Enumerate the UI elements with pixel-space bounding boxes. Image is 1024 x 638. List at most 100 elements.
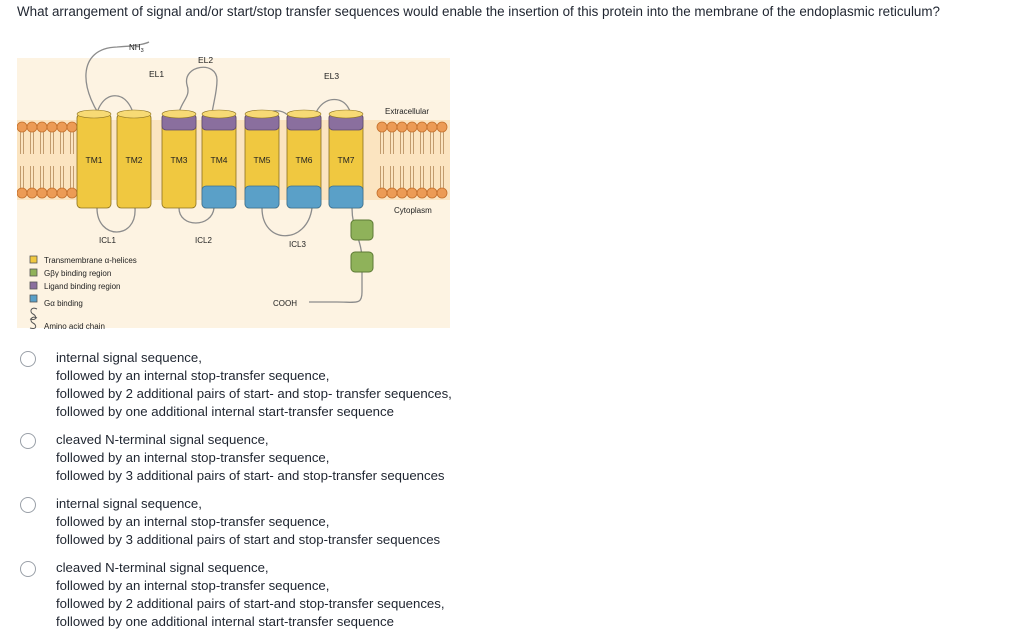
question-text: What arrangement of signal and/or start/… xyxy=(17,4,940,19)
lipid-bilayer xyxy=(17,121,448,199)
cooh-label: COOH xyxy=(273,299,297,308)
lipid-head xyxy=(56,187,68,199)
icl2-label: ICL2 xyxy=(195,236,212,245)
lipid-head xyxy=(17,187,28,199)
n-terminus-chain xyxy=(85,41,150,129)
icl2-loop xyxy=(178,207,215,224)
option-4-radio[interactable] xyxy=(20,561,36,577)
lipid-head xyxy=(46,121,58,133)
galpha-cap xyxy=(201,185,237,209)
helix-5: TM5 xyxy=(244,109,280,209)
helix-top-ellipse xyxy=(76,109,112,119)
lipid-head xyxy=(406,121,418,133)
icl3-loop xyxy=(261,207,313,237)
helix-label: TM2 xyxy=(126,155,143,165)
lipid-head xyxy=(426,187,438,199)
helix-label: TM4 xyxy=(211,155,228,165)
legend-galpha-swatch xyxy=(29,294,38,303)
option-4-line-4: followed by one additional internal star… xyxy=(56,614,394,629)
legend-gby-swatch xyxy=(29,268,38,277)
legend-helices-label: Transmembrane α-helices xyxy=(44,256,137,265)
legend-ligand-swatch xyxy=(29,281,38,290)
option-2-text: cleaved N-terminal signal sequence, foll… xyxy=(56,431,445,485)
lipid-head xyxy=(26,121,38,133)
helix-1: TM1 xyxy=(76,109,112,209)
lipid-head xyxy=(396,121,408,133)
lipid-head xyxy=(436,121,448,133)
option-1-radio[interactable] xyxy=(20,351,36,367)
el2-loop xyxy=(176,66,218,129)
option-3-line-3: followed by 3 additional pairs of start … xyxy=(56,532,441,547)
helix-label: TM6 xyxy=(296,155,313,165)
option-2-radio[interactable] xyxy=(20,433,36,449)
lipid-head xyxy=(56,121,68,133)
helix-6: TM6 xyxy=(286,109,322,209)
legend-gby-label: Gβγ binding region xyxy=(44,269,111,278)
lipid-head xyxy=(46,187,58,199)
lipid-head xyxy=(376,187,388,199)
lipid-head xyxy=(396,187,408,199)
transmembrane-helices: TM1 TM2 TM3 TM4 TM5 TM6 TM7 xyxy=(76,109,364,209)
lipid-head xyxy=(376,121,388,133)
el1-label: EL1 xyxy=(149,69,164,79)
helix-label: TM5 xyxy=(254,155,271,165)
lipid-head xyxy=(386,187,398,199)
lipid-head xyxy=(416,187,428,199)
legend-galpha-label: Gα binding xyxy=(44,299,83,308)
lipid-head xyxy=(406,187,418,199)
helix-label: TM3 xyxy=(171,155,188,165)
lipid-head xyxy=(66,121,78,133)
lipid-head xyxy=(36,187,48,199)
legend-helix-swatch xyxy=(29,255,38,264)
helix-3: TM3 xyxy=(161,109,197,209)
option-3-text: internal signal sequence, followed by an… xyxy=(56,495,440,549)
option-3-radio[interactable] xyxy=(20,497,36,513)
helix-top-ellipse xyxy=(244,109,280,119)
helix-top-ellipse xyxy=(116,109,152,119)
galpha-cap xyxy=(286,185,322,209)
legend: Transmembrane α-helices Gβγ binding regi… xyxy=(29,255,137,331)
icl1-label: ICL1 xyxy=(99,236,116,245)
helix-label: TM1 xyxy=(86,155,103,165)
option-2-line-2: followed by an internal stop-transfer se… xyxy=(56,450,330,465)
legend-chain-label: Amino acid chain xyxy=(44,322,105,331)
nh3-label: NH3 xyxy=(129,43,144,54)
lipid-head xyxy=(416,121,428,133)
galpha-cap xyxy=(328,185,364,209)
helix-top-ellipse xyxy=(161,109,197,119)
el2-label: EL2 xyxy=(198,55,213,65)
option-2-line-3: followed by 3 additional pairs of start-… xyxy=(56,468,445,483)
helix-top-ellipse xyxy=(201,109,237,119)
helix-2: TM2 xyxy=(116,109,152,209)
gby-region-box-1 xyxy=(350,219,374,241)
option-4-text: cleaved N-terminal signal sequence, foll… xyxy=(56,559,445,631)
option-1-text: internal signal sequence, followed by an… xyxy=(56,349,452,421)
helix-7: TM7 xyxy=(328,109,364,209)
option-1-line-4: followed by one additional internal star… xyxy=(56,404,394,419)
helix-top-ellipse xyxy=(328,109,364,119)
option-1-line-3: followed by 2 additional pairs of start-… xyxy=(56,386,452,401)
lipid-head xyxy=(426,121,438,133)
lipid-head xyxy=(66,187,78,199)
cytoplasm-label: Cytoplasm xyxy=(394,206,432,215)
option-4-line-3: followed by 2 additional pairs of start-… xyxy=(56,596,445,611)
helix-top-ellipse xyxy=(286,109,322,119)
option-2-line-1: cleaved N-terminal signal sequence, xyxy=(56,432,269,447)
lipid-head xyxy=(26,187,38,199)
galpha-cap xyxy=(244,185,280,209)
el3-label: EL3 xyxy=(324,71,339,81)
helix-label: TM7 xyxy=(338,155,355,165)
option-1-line-1: internal signal sequence, xyxy=(56,350,202,365)
option-4-line-2: followed by an internal stop-transfer se… xyxy=(56,578,330,593)
icl3-label: ICL3 xyxy=(289,240,306,249)
gby-region-box-2 xyxy=(350,251,374,273)
option-3-line-2: followed by an internal stop-transfer se… xyxy=(56,514,330,529)
option-1-line-2: followed by an internal stop-transfer se… xyxy=(56,368,330,383)
lipid-head xyxy=(386,121,398,133)
lipid-head xyxy=(17,121,28,133)
legend-ligand-label: Ligand binding region xyxy=(44,282,121,291)
lipid-head xyxy=(436,187,448,199)
lipid-head xyxy=(36,121,48,133)
